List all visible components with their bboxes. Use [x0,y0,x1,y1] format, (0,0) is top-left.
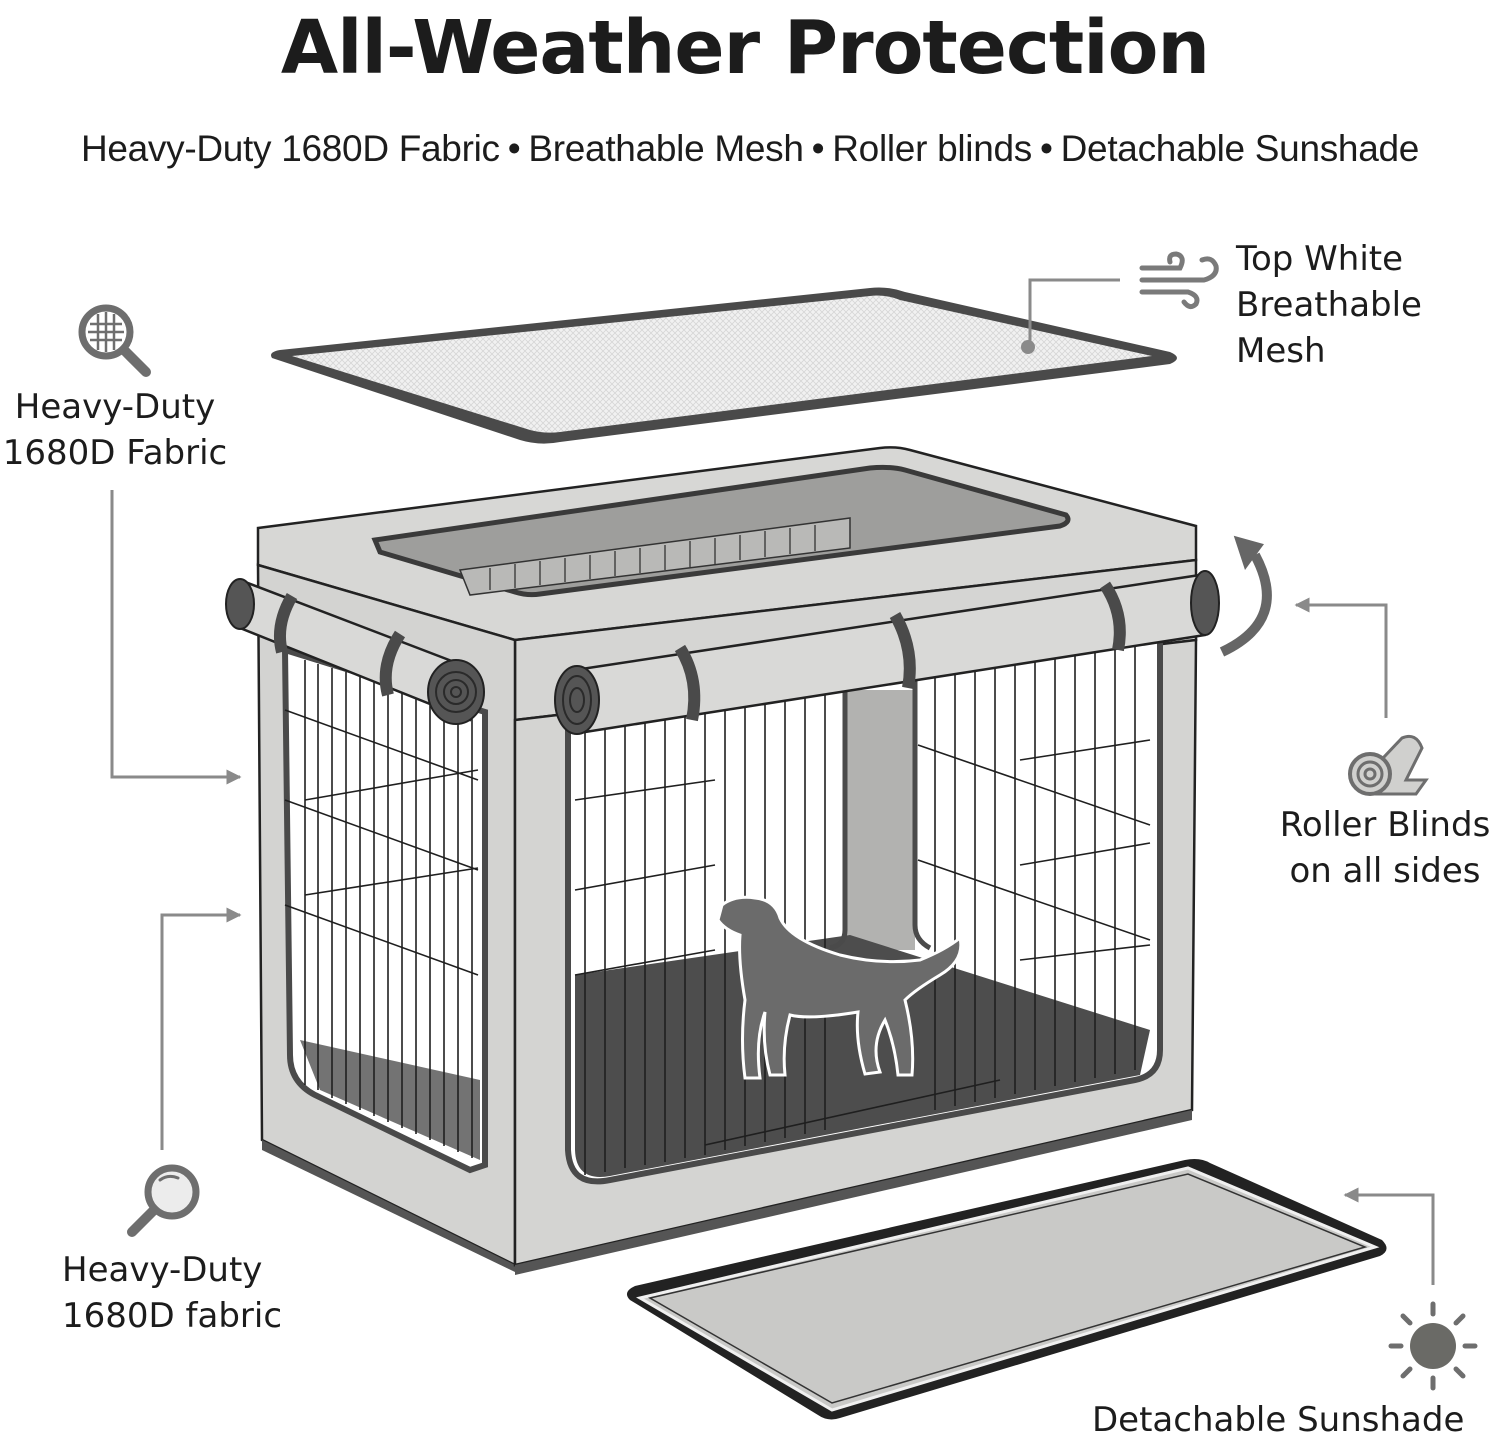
feature-mesh: Breathable Mesh [528,128,804,169]
dog-silhouette [716,895,963,1080]
feature-roller: Roller blinds [832,128,1032,169]
callout-line: Roller Blinds [1279,805,1491,845]
callout-line: Heavy-Duty [62,1250,263,1290]
leader-lines [110,278,1435,1285]
crate-body [256,446,1198,1275]
callout-top-mesh: Top White Breathable Mesh [1236,236,1422,374]
separator: • [507,128,521,169]
separator: • [811,128,825,169]
callout-line: on all sides [1289,851,1481,891]
top-mesh-panel [271,287,1177,444]
callout-line: 1680D Fabric [2,433,228,473]
callout-line: Heavy-Duty [14,387,216,427]
wind-icon [1139,251,1219,310]
mesh-magnifier-icon [78,304,151,377]
rolled-blind-icon [1348,734,1429,796]
callout-fabric-lower: Heavy-Duty 1680D fabric [62,1247,282,1339]
feature-fabric: Heavy-Duty 1680D Fabric [80,128,500,169]
feature-sunshade: Detachable Sunshade [1060,128,1420,169]
callout-roller-blinds: Roller Blinds on all sides [1270,802,1500,894]
feature-summary: Heavy-Duty 1680D Fabric•Breathable Mesh•… [0,126,1500,172]
page-title: All-Weather Protection [280,5,1210,91]
callout-line: 1680D fabric [62,1296,283,1336]
callout-sunshade: Detachable Sunshade [1092,1397,1464,1443]
separator: • [1039,128,1053,169]
callout-line: Breathable [1236,285,1422,325]
callout-line: Mesh [1236,331,1326,371]
callout-line: Top White [1236,239,1404,279]
callout-line: Detachable Sunshade [1092,1400,1465,1440]
magnifier-icon [127,1164,200,1237]
callout-fabric-upper: Heavy-Duty 1680D Fabric [0,384,230,476]
roller-blinds [225,535,1272,735]
sun-icon [1388,1301,1478,1391]
sunshade-panel [626,1159,1387,1420]
